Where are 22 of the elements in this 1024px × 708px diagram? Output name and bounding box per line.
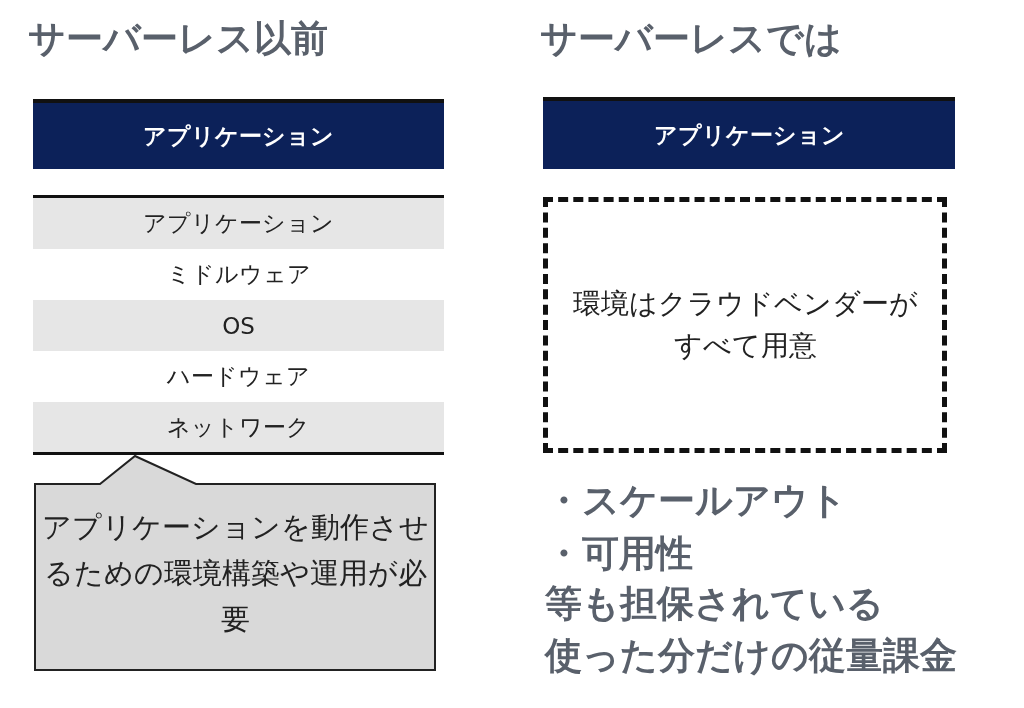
header-bar	[33, 99, 444, 169]
note-text: アプリケーションを動作させるための環境構築や運用が必要	[42, 509, 429, 638]
layer-label: ミドルウェア	[166, 260, 311, 289]
heading: サーバーレス以前	[28, 20, 328, 57]
bullet-text: ・可用性	[545, 535, 693, 572]
note-text: 環境はクラウドベンダーがすべて用意	[571, 286, 919, 364]
bullet-text: ・スケールアウト	[545, 482, 847, 519]
layer-band	[33, 195, 444, 249]
speech-bubble	[34, 452, 437, 672]
layer-label: ハードウェア	[167, 362, 310, 391]
dashed-box	[543, 197, 947, 453]
layer-label: ネットワーク	[167, 412, 310, 442]
layer-band	[33, 402, 444, 455]
header-bar	[543, 97, 955, 169]
layer-label: OS	[222, 312, 255, 339]
layer-band	[33, 300, 444, 351]
layer-label: アプリケーション	[143, 209, 334, 238]
layer-label: アプリケーション	[143, 121, 334, 151]
note-text: 使った分だけの従量課金	[545, 637, 957, 674]
layer-label: アプリケーション	[653, 120, 845, 150]
heading: サーバーレスでは	[540, 20, 842, 57]
note-text: 等も担保されている	[545, 585, 884, 622]
